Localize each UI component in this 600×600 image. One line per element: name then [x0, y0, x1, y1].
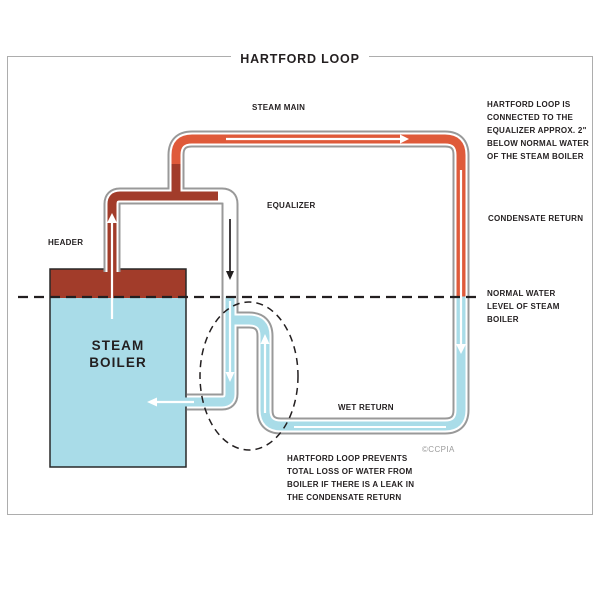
steam-main-loop-pipe-outline — [167, 130, 470, 435]
label-water-level: NORMAL WATER LEVEL OF STEAM BOILER — [487, 289, 560, 324]
hartford-loop-highlight-ellipse — [199, 301, 299, 451]
condensate-return-flow-arrow — [456, 170, 466, 354]
equalizer-flow-arrow — [226, 219, 234, 280]
diagram-title: HARTFORD LOOP — [7, 50, 593, 68]
steam-main-flow-arrow — [226, 134, 409, 144]
annotation-purpose-note: HARTFORD LOOP PREVENTS TOTAL LOSS OF WAT… — [287, 454, 415, 502]
steam-main-fluid — [171, 134, 466, 298]
equalizer-return-fluid — [176, 296, 235, 407]
label-header: HEADER — [48, 238, 84, 247]
boiler-water-fill — [50, 297, 186, 467]
boiler-steam-band — [50, 269, 186, 298]
label-wet-return: WET RETURN — [338, 403, 394, 412]
boiler-riser-flow-arrow — [107, 213, 117, 319]
annotation-connection-note: HARTFORD LOOP IS CONNECTED TO THE EQUALI… — [487, 100, 589, 161]
label-steam-boiler: STEAM BOILER — [89, 338, 147, 370]
hartford-riser-flow-arrow — [260, 334, 270, 413]
credit-text: ©CCPIA — [422, 445, 455, 454]
label-condensate-return: CONDENSATE RETURN — [488, 214, 584, 223]
header-steam-fluid — [107, 191, 218, 272]
boiler-return-flow-arrow — [147, 397, 194, 407]
equalizer-water-flow-arrow — [225, 301, 235, 382]
wet-return-fluid — [229, 296, 466, 431]
diagram-title-text: HARTFORD LOOP — [231, 53, 369, 66]
label-steam-main: STEAM MAIN — [252, 103, 306, 112]
label-equalizer: EQUALIZER — [267, 201, 316, 210]
steam-main-loop-pipe-interior — [169, 132, 468, 433]
